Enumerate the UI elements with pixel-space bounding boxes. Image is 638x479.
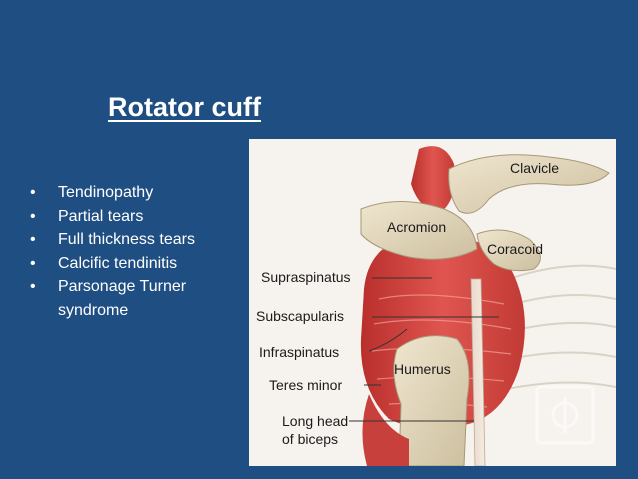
upper-muscle-shape	[411, 146, 455, 214]
coracoid-bone-shape	[476, 229, 541, 272]
biceps-tendon-shape	[470, 278, 486, 466]
rotator-cuff-illustration: Clavicle Acromion Coracoid Supraspinatus…	[249, 139, 616, 466]
label-supraspinatus: Supraspinatus	[261, 269, 351, 285]
clavicle-bone-shape	[448, 154, 610, 214]
bullet-item: Partial tears	[30, 205, 238, 229]
acromion-bone-shape	[360, 201, 478, 260]
bullet-item: Calcific tendinitis	[30, 252, 238, 276]
label-acromion: Acromion	[387, 219, 446, 235]
medical-logo-icon	[535, 385, 595, 445]
label-teres-minor: Teres minor	[269, 377, 342, 393]
label-humerus: Humerus	[394, 361, 451, 377]
bullet-item: Tendinopathy	[30, 181, 238, 205]
bullet-item: Full thickness tears	[30, 228, 238, 252]
bullet-item: Parsonage Turner syndrome	[30, 275, 238, 322]
teres-minor-muscle-shape	[362, 394, 409, 466]
bullet-list: Tendinopathy Partial tears Full thicknes…	[30, 181, 238, 322]
label-coracoid: Coracoid	[487, 241, 543, 257]
leader-lines	[349, 277, 499, 422]
anatomy-drawing: Clavicle Acromion Coracoid Supraspinatus…	[256, 146, 616, 466]
label-long-head: Long head	[282, 413, 348, 429]
humerus-bone-shape	[393, 335, 470, 466]
label-clavicle: Clavicle	[510, 160, 559, 176]
label-infraspinatus: Infraspinatus	[259, 344, 339, 360]
slide-title: Rotator cuff	[108, 92, 261, 122]
label-of-biceps: of biceps	[282, 431, 338, 447]
label-subscapularis: Subscapularis	[256, 308, 344, 324]
